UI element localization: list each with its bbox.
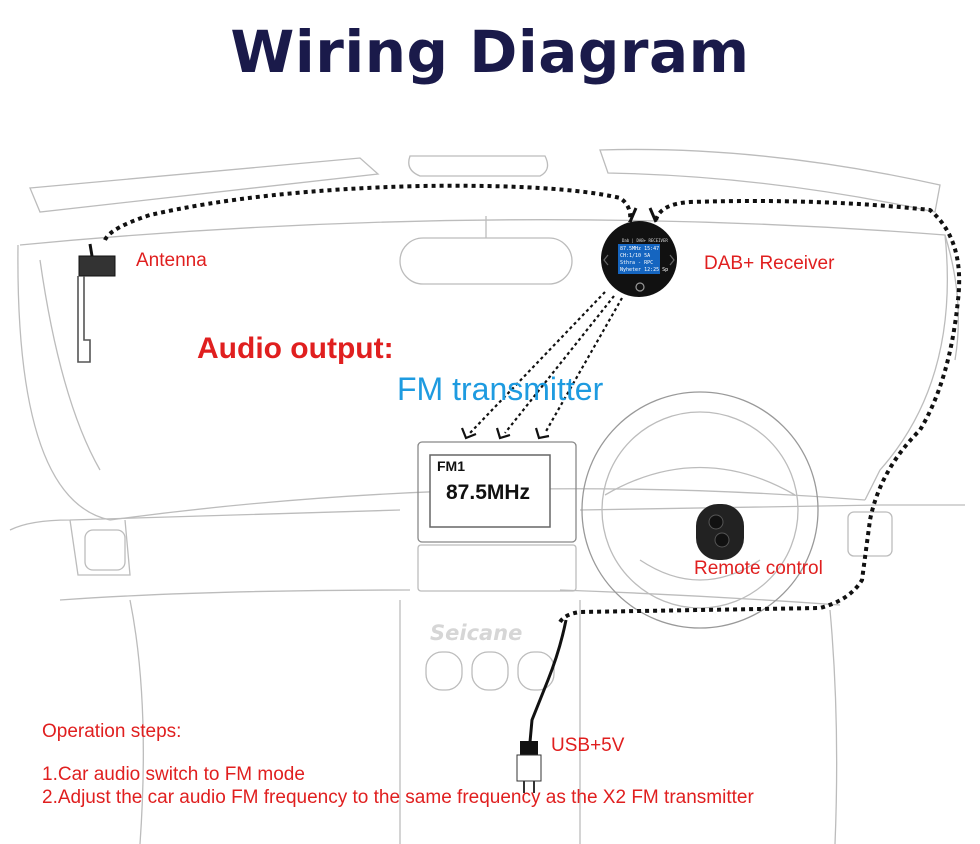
receiver-screen-header: Dab | DAB+ RECEIVER	[622, 238, 668, 243]
audio-output-heading: Audio output:	[197, 332, 394, 365]
brand-logo: Seicane	[430, 621, 523, 645]
step-item: 2.Adjust the car audio FM frequency to t…	[42, 787, 754, 808]
steps-heading: Operation steps:	[42, 721, 182, 742]
usb-label: USB+5V	[551, 735, 625, 756]
receiver-screen-line1: 87.5MHz 15:47	[620, 246, 660, 252]
step-item: 1.Car audio switch to FM mode	[42, 764, 305, 785]
power-cable	[558, 199, 962, 624]
remote-control-label: Remote control	[694, 558, 823, 579]
page-title: Wiring Diagram	[230, 18, 750, 86]
fm-band-text: FM1	[437, 458, 465, 474]
remote-control-icon	[696, 504, 744, 560]
usb-cable	[528, 619, 568, 743]
antenna-icon	[77, 243, 116, 363]
signal-arrows	[469, 291, 623, 434]
fm-transmitter-label: FM transmitter	[397, 371, 604, 407]
dab-receiver-label: DAB+ Receiver	[704, 253, 835, 274]
fm-screen	[429, 454, 551, 528]
usb-plug-icon	[516, 741, 542, 793]
car-outline	[9, 148, 965, 844]
receiver-screen-line2: CH:1/10 5A	[620, 253, 651, 259]
arrow-heads	[460, 427, 550, 440]
operation-steps: Operation steps: 1.Car audio switch to F…	[42, 720, 754, 809]
fm-frequency-text: 87.5MHz	[446, 481, 531, 504]
antenna-label: Antenna	[136, 250, 207, 271]
receiver-screen-line4: Nyheter 12:25 Sp	[620, 267, 669, 273]
dab-receiver-icon	[601, 207, 677, 297]
receiver-screen-line3: Sthra - RPC	[620, 260, 654, 266]
